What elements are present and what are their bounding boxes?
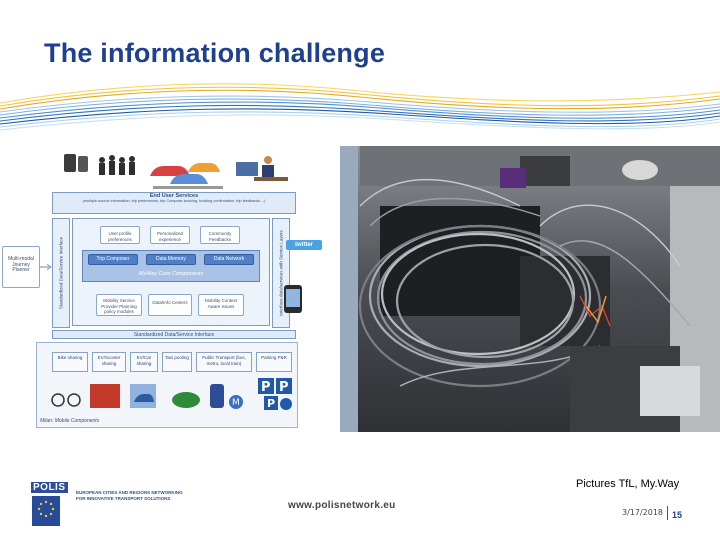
lower-box-data-centers: Data/Info Centers — [148, 294, 192, 316]
footer-divider — [667, 506, 668, 520]
map-label: Milan: Mobile Components — [40, 418, 100, 424]
mode-parking: Parking P&R — [256, 352, 292, 372]
core-box-profile: User profile preferences — [100, 226, 140, 244]
logo-name: POLIS — [31, 482, 68, 493]
wiring-photo — [340, 146, 720, 432]
svg-text:P: P — [279, 380, 289, 395]
svg-text:P: P — [261, 380, 271, 395]
lower-box-provider: Mobility Service Provider Planning polic… — [96, 294, 142, 316]
lower-box-context: Mobility Context Aware issues — [198, 294, 244, 316]
journey-planner-label: Multi-modal Journey Planner — [8, 256, 34, 273]
core-box-feedbacks: Community Feedbacks — [200, 226, 240, 244]
footer-date: 3/17/2018 — [622, 508, 664, 517]
title-swoosh-decoration — [0, 83, 720, 131]
mode-taxi-pooling: Taxi pooling — [162, 352, 192, 372]
transport-icons: M P P P — [51, 378, 292, 410]
svg-text:P: P — [267, 397, 275, 410]
slide-title: The information challenge — [44, 38, 386, 68]
engine-box-data-memory: Data Memory — [146, 254, 196, 265]
mode-bike-sharing: Bike sharing — [52, 352, 88, 372]
eu-flag-icon — [32, 496, 60, 526]
footer-url[interactable]: www.polisnetwork.eu — [288, 500, 396, 511]
core-box-experience: Personalized experience — [150, 226, 190, 244]
svg-text:M: M — [232, 398, 240, 408]
arrow-icon — [40, 264, 52, 270]
smartphone-icon — [284, 285, 302, 313]
polis-logo: POLIS EUROPEAN CITIES AND REGIONS NETWOR… — [28, 480, 188, 530]
end-user-services-title: End User Services — [149, 193, 199, 199]
twitter-badge: twitter — [286, 240, 322, 250]
architecture-diagram: End User Services (multiple-source infor… — [0, 148, 336, 434]
slide-number: 15 — [672, 510, 683, 520]
end-user-services-band: End User Services (multiple-source infor… — [52, 192, 296, 214]
bottom-interface-band: Standardized Data/Service Interface — [52, 330, 296, 339]
engine-box-data-network: Data Network — [204, 254, 254, 265]
left-interface-bar: Standardized Data/Service Interface — [52, 218, 70, 328]
journey-planner-panel: Multi-modal Journey Planner — [2, 246, 40, 288]
mode-ev-car: EV/Car sharing — [130, 352, 158, 372]
end-user-services-subtitle: (multiple-source information, trip prefe… — [82, 199, 266, 203]
top-illustrations — [64, 154, 288, 189]
engine-box-trip-composer: Trip Composer — [88, 254, 138, 265]
mode-ev-scooter: EV/Scooter sharing — [92, 352, 126, 372]
core-components-label: MyWay Core Components — [138, 271, 204, 277]
logo-tagline: EUROPEAN CITIES AND REGIONS NETWORKING F… — [76, 490, 183, 501]
mode-public-transport: Public Transport (bus, metro, local trai… — [196, 352, 252, 372]
photo-caption: Pictures TfL, My.Way — [576, 478, 680, 490]
